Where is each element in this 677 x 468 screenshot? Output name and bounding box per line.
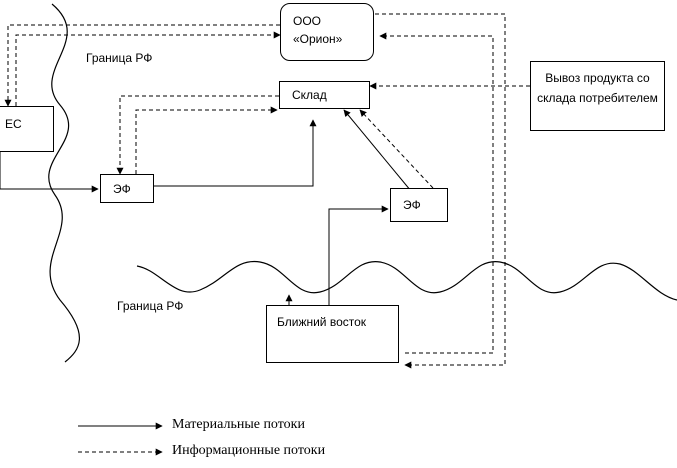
flow-ef-left-to-warehouse — [154, 119, 317, 187]
node-export-label: Вывоз продукта со склада потребителем — [537, 71, 658, 105]
info-orion-to-es — [4, 24, 280, 107]
node-ef-right-label: ЭФ — [403, 198, 421, 212]
info-ef-left-to-warehouse — [135, 106, 278, 174]
legend-info-label: Информационные потоки — [172, 443, 326, 458]
node-warehouse: Склад — [279, 81, 370, 109]
flow-ef-right-to-warehouse — [343, 109, 412, 192]
info-near-east-to-orion — [379, 32, 494, 354]
node-ef-left-label: ЭФ — [113, 182, 131, 196]
info-ef-right-to-warehouse — [359, 109, 434, 189]
border-label-bottom: Граница РФ — [117, 299, 184, 313]
info-es-to-orion — [15, 31, 281, 106]
node-ef-left: ЭФ — [100, 174, 154, 203]
node-warehouse-label: Склад — [292, 88, 327, 102]
info-orion-to-near-east — [375, 13, 506, 369]
flow-es-to-ef-left — [0, 152, 99, 193]
border-rf-horizontal — [136, 260, 677, 301]
node-es-label: ЕС — [5, 117, 22, 131]
node-near-east-label: Ближний восток — [277, 315, 367, 329]
node-orion-line2: «Орион» — [293, 32, 343, 46]
flow-near-east-to-ef-right — [328, 205, 389, 305]
border-label-top: Граница РФ — [86, 51, 153, 65]
node-ef-right: ЭФ — [390, 188, 448, 222]
node-orion: ООО «Орион» — [280, 3, 374, 61]
node-orion-line1: ООО — [293, 14, 322, 28]
legend-material-label: Материальные потоки — [172, 417, 305, 432]
border-rf-vertical — [48, 3, 80, 363]
info-warehouse-to-ef-left — [116, 95, 279, 175]
node-export: Вывоз продукта со склада потребителем — [530, 61, 665, 131]
node-es: ЕС — [0, 106, 54, 152]
node-near-east: Ближний восток — [266, 305, 399, 363]
